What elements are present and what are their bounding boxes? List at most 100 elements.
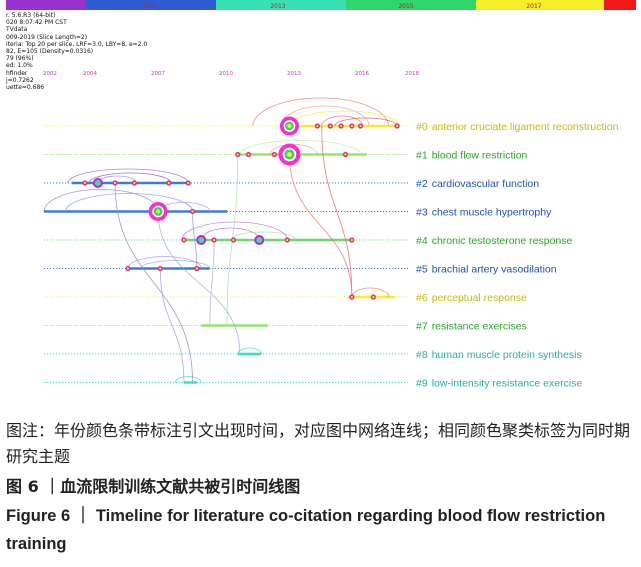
- year-tick-label: 2010: [219, 71, 233, 77]
- color-bar-segment: [346, 0, 476, 10]
- param-line: TVdata: [6, 26, 28, 34]
- cluster-id: #7: [416, 321, 428, 333]
- year-tick-label: 2007: [151, 71, 165, 77]
- cluster-label: #2 cardiovascular function: [416, 178, 539, 190]
- cluster-link-line: [209, 239, 215, 326]
- cluster-link-line: [192, 211, 198, 269]
- cluster-name: perceptual response: [432, 292, 527, 304]
- citation-node-center: [372, 295, 375, 299]
- cluster-label: #5 brachial artery vasodilation: [416, 264, 557, 276]
- cluster-name: brachial artery vasodilation: [432, 264, 557, 276]
- param-line: uette=0.686: [6, 84, 45, 92]
- color-bar-segment: [604, 0, 636, 10]
- color-bar-segment: [6, 0, 86, 10]
- cluster-label: #6 perceptual response: [416, 292, 527, 304]
- citation-node-center: [286, 238, 289, 242]
- citation-node-center: [273, 153, 276, 156]
- cocitation-arc: [239, 140, 361, 155]
- cocitation-arc: [230, 231, 297, 241]
- param-line: 009-2019 (Slice Length=2): [6, 33, 88, 41]
- color-bar-year-label: 2015: [398, 3, 413, 10]
- citation-node-center: [350, 124, 353, 128]
- year-tick-label: 2016: [355, 71, 369, 77]
- citation-node-center: [350, 238, 353, 242]
- year-tick-label: 2013: [287, 71, 301, 77]
- cluster-name: resistance exercises: [432, 321, 527, 333]
- color-bar-year-label: 2013: [270, 3, 285, 10]
- cluster-id: #2: [416, 178, 428, 190]
- cocitation-arc: [368, 290, 392, 298]
- citation-node-center: [232, 238, 235, 242]
- color-bar-segment: [476, 0, 604, 10]
- citation-node-center: [133, 181, 136, 185]
- citation-node-center: [126, 267, 130, 270]
- cocitation-arc: [43, 189, 159, 212]
- cocitation-arc: [252, 97, 389, 127]
- cluster-id: #1: [416, 150, 428, 162]
- cluster-label: #9 low-intensity resistance exercise: [416, 378, 582, 390]
- caption-title-chinese: 图 6 ｜血流限制训练文献共被引时间线图: [6, 477, 301, 496]
- citation-node-center: [395, 124, 399, 128]
- citation-node-center: [212, 238, 216, 242]
- citation-node-center: [113, 181, 117, 185]
- citation-node-center: [182, 238, 186, 242]
- param-line: r. 5.6.R3 (64-bit): [6, 12, 56, 19]
- param-line: 020 8:07:42 PM CST: [6, 19, 67, 27]
- citation-node-center: [191, 210, 194, 213]
- citation-node-center: [329, 124, 332, 128]
- cluster-id: #6: [416, 292, 428, 304]
- year-color-bar: 2011 2013 2015 2017: [6, 0, 636, 10]
- citation-node-core: [256, 237, 263, 243]
- citation-node-center: [350, 295, 353, 299]
- color-bar-year-label: 2017: [526, 3, 541, 10]
- caption-title-english: Figure 6 ｜ Timeline for literature co-ci…: [6, 507, 606, 553]
- cocitation-arc: [351, 287, 389, 298]
- citation-node-center: [316, 124, 319, 128]
- citation-node-center: [359, 124, 362, 128]
- param-line: 79 (96%): [6, 55, 34, 63]
- citation-node-center: [187, 181, 190, 185]
- color-bar-segment: [216, 0, 346, 10]
- param-line: j=0.7262: [6, 76, 34, 84]
- cocitation-arc: [200, 227, 260, 241]
- year-tick-label: 2018: [405, 71, 419, 77]
- cocitation-arc: [127, 256, 202, 269]
- cocitation-arc: [67, 168, 189, 184]
- cluster-name: blood flow restriction: [432, 150, 528, 162]
- citation-node-core: [198, 237, 205, 243]
- cluster-name: human muscle protein synthesis: [432, 349, 582, 361]
- cluster-name: low-intensity resistance exercise: [432, 378, 583, 390]
- cluster-link-line: [159, 268, 185, 383]
- cluster-id: #5: [416, 264, 428, 276]
- cluster-name: anterior cruciate ligament reconstructio…: [432, 121, 619, 133]
- cluster-link-line: [321, 125, 353, 298]
- cluster-id: #3: [416, 207, 428, 219]
- param-line: ed: 1.0%: [6, 62, 33, 70]
- cluster-id: #8: [416, 349, 428, 361]
- cocitation-arc: [321, 115, 364, 127]
- citation-node-center: [340, 124, 343, 128]
- cocitation-arc: [140, 260, 211, 269]
- cluster-name: cardiovascular function: [432, 178, 540, 190]
- cluster-id: #9: [416, 378, 428, 390]
- figure-caption: 图注：年份颜色条带标注引文出现时间，对应图中网络连线；相同颜色聚类标签为同时期研…: [6, 418, 636, 558]
- cocitation-arc: [65, 193, 193, 212]
- citation-node-center: [344, 153, 347, 156]
- citation-node-center: [156, 209, 161, 214]
- cluster-link-line: [157, 211, 241, 355]
- cocitation-arc: [174, 376, 202, 383]
- cluster-label: #7 resistance exercises: [416, 321, 527, 333]
- param-line: hfinder: [6, 69, 28, 77]
- citation-node-center: [236, 153, 239, 156]
- citation-node-center: [159, 267, 162, 270]
- color-bar-year-label: 2011: [142, 3, 157, 10]
- citation-node-center: [247, 153, 250, 156]
- year-tick-label: 2002: [43, 71, 57, 77]
- param-line: 82, E=105 (Density=0.0316): [6, 48, 94, 56]
- citation-node-center: [287, 123, 292, 129]
- cluster-link-line: [289, 154, 353, 298]
- cluster-name: chronic testosterone response: [432, 235, 573, 247]
